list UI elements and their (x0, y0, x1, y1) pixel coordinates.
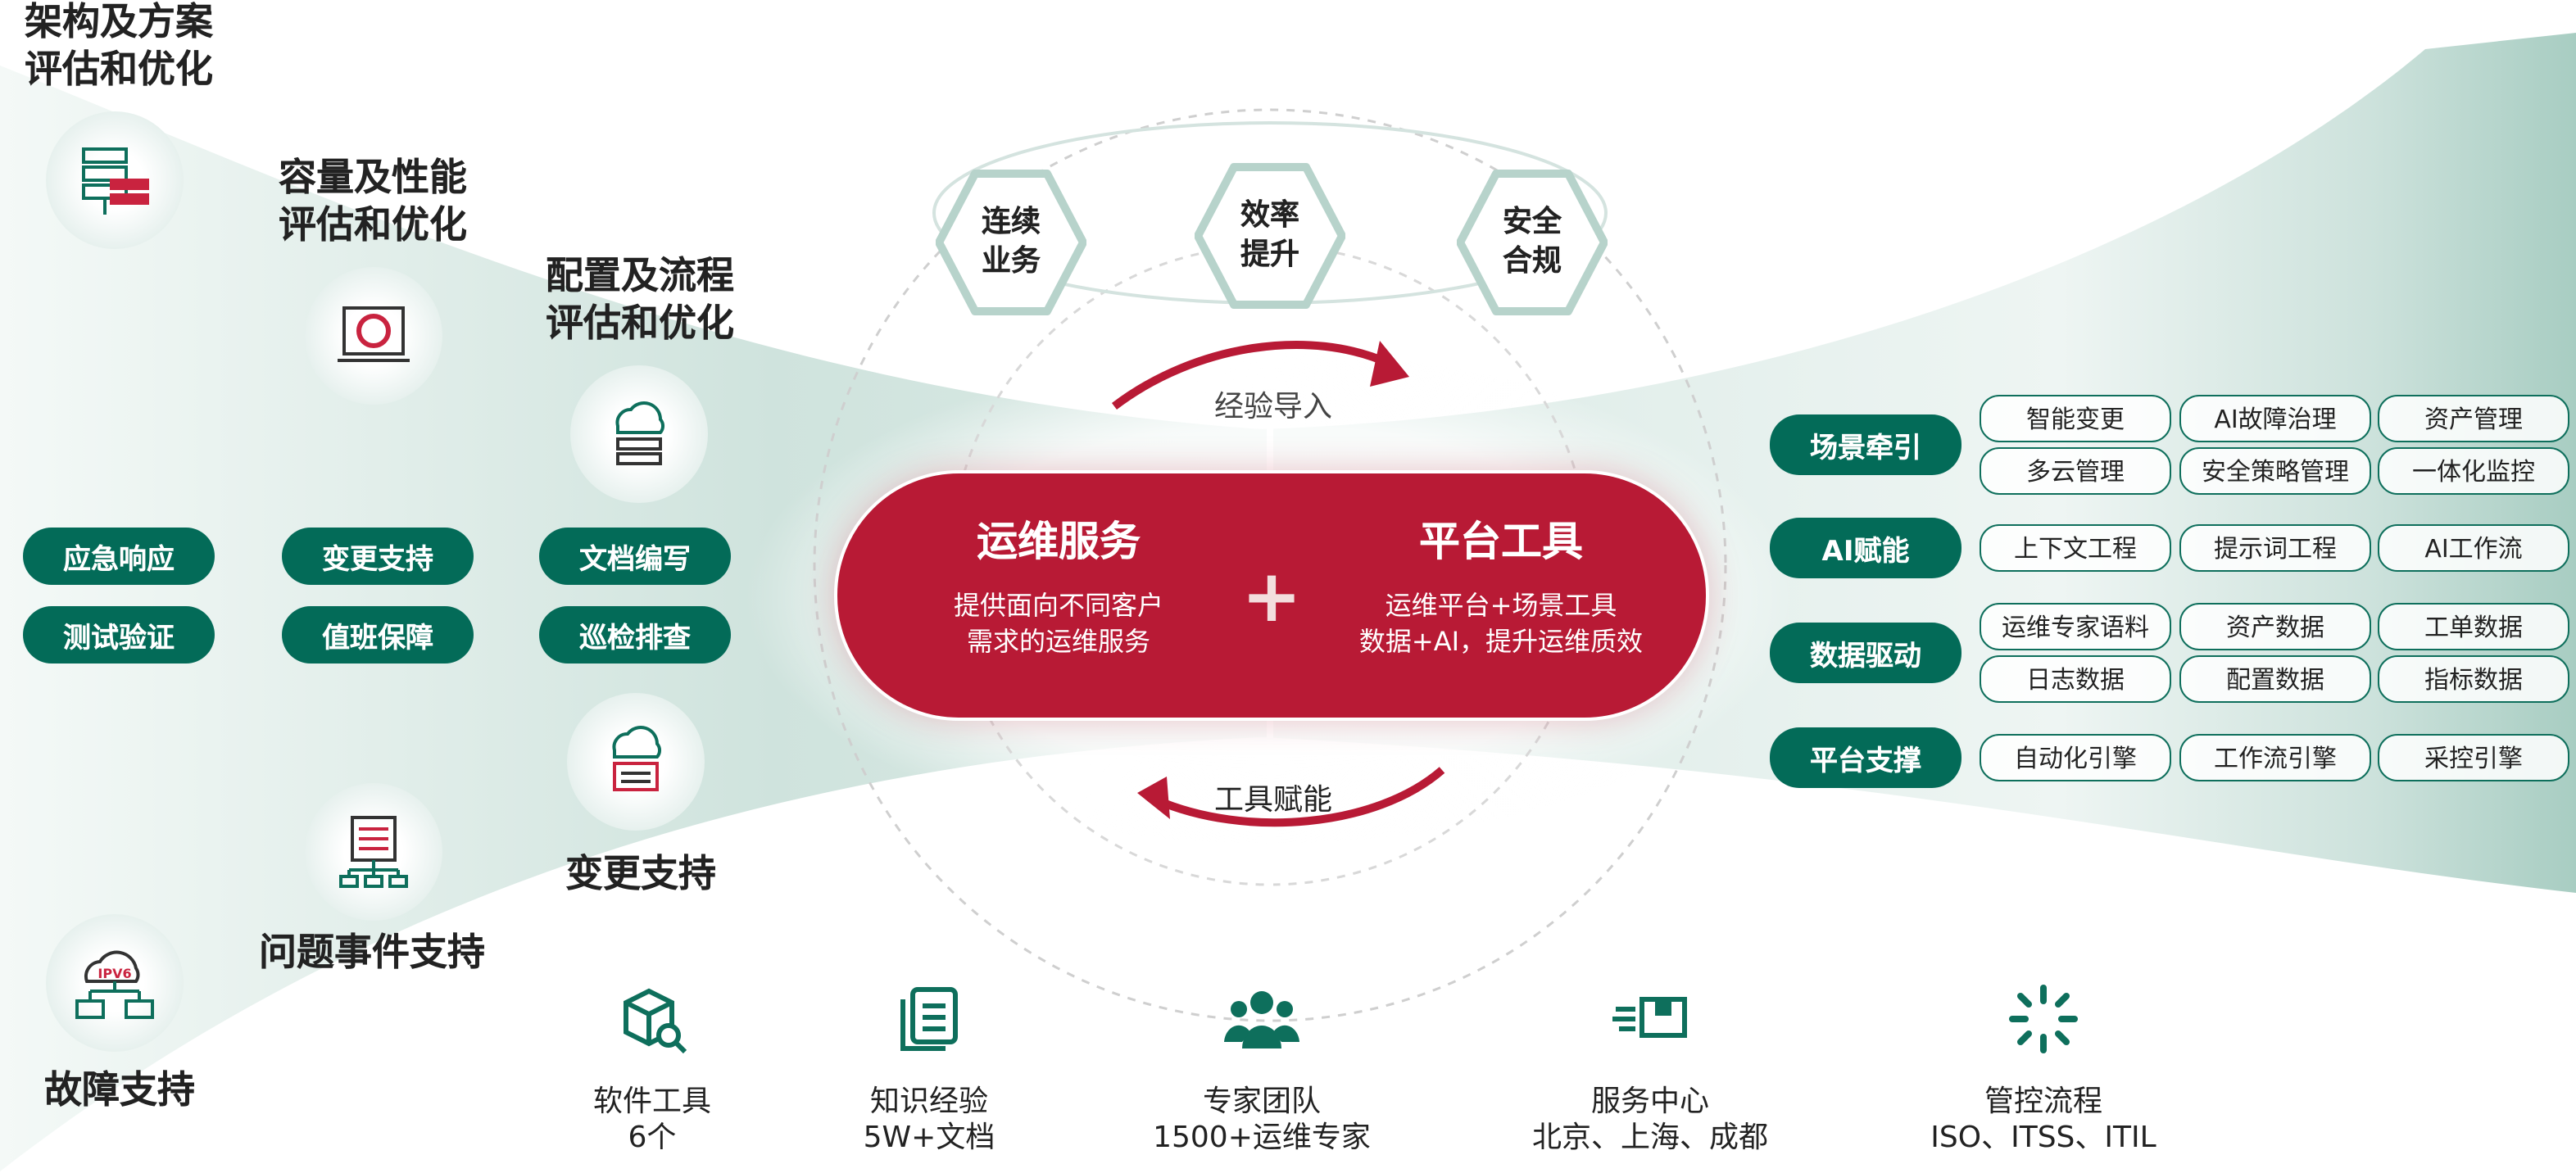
goal-label: 连续 业务 (982, 205, 1041, 279)
arrow-bottom-label: 工具赋能 (1214, 783, 1332, 817)
tag[interactable]: 多云管理 (1980, 447, 2171, 495)
tag[interactable]: 安全策略管理 (2179, 447, 2371, 495)
stage-title: 配置及流程 评估和优化 (546, 256, 734, 346)
platform-title: 平台工具 (1418, 518, 1583, 565)
tag[interactable]: 提示词工程 (2179, 524, 2371, 572)
stage-title: 容量及性能 评估和优化 (279, 157, 467, 247)
platform-desc: 运维平台+场景工具 数据+AI，提升运维质效 (1358, 590, 1644, 657)
goal-security-compliance: 安全 合规 (1457, 167, 1608, 318)
tag[interactable]: 资产管理 (2378, 395, 2569, 442)
pill-test-verify[interactable]: 测试验证 (23, 606, 215, 663)
monitor-gauge-icon (305, 267, 442, 405)
tag[interactable]: 工单数据 (2378, 603, 2569, 650)
pill-on-duty[interactable]: 值班保障 (282, 606, 474, 663)
tag[interactable]: 运维专家语料 (1980, 603, 2171, 650)
resource-process: 管控流程 ISO、ITSS、ITIL (1880, 983, 2207, 1157)
tag[interactable]: 工作流引擎 (2179, 734, 2371, 781)
plus-icon: + (1241, 555, 1302, 639)
stage-title: 故障支持 (44, 1070, 195, 1112)
goal-label: 效率 提升 (1240, 198, 1299, 272)
arrow-top-label: 经验导入 (1214, 390, 1332, 424)
resource-software-tools: 软件工具 6个 (488, 983, 816, 1157)
pill-emergency-response[interactable]: 应急响应 (23, 528, 215, 585)
documents-icon (900, 987, 958, 1051)
tag[interactable]: 一体化监控 (2378, 447, 2569, 495)
resource-service-center: 服务中心 北京、上海、成都 (1486, 983, 1814, 1157)
pill-doc-writing[interactable]: 文档编写 (539, 528, 731, 585)
pill-change-support[interactable]: 变更支持 (282, 528, 474, 585)
resource-label: 知识经验 5W+文档 (863, 1085, 995, 1155)
document-network-icon (305, 783, 442, 921)
stage-title: 问题事件支持 (259, 932, 485, 975)
goal-continuous-business: 连续 业务 (936, 167, 1086, 318)
ipv6-network-icon: IPV6 (46, 914, 184, 1052)
resource-knowledge: 知识经验 5W+文档 (765, 983, 1093, 1157)
resource-label: 管控流程 ISO、ITSS、ITIL (1930, 1085, 2156, 1155)
tag[interactable]: 智能变更 (1980, 395, 2171, 442)
tag[interactable]: 上下文工程 (1980, 524, 2171, 572)
tag[interactable]: 指标数据 (2378, 655, 2569, 703)
service-title: 运维服务 (976, 518, 1141, 565)
category-scenario[interactable]: 场景牵引 (1770, 414, 1961, 475)
box-search-icon (624, 988, 687, 1054)
tag[interactable]: 配置数据 (2179, 655, 2371, 703)
category-ai[interactable]: AI赋能 (1770, 518, 1961, 578)
stage-title: 架构及方案 评估和优化 (25, 2, 213, 92)
resource-label: 软件工具 6个 (593, 1085, 711, 1155)
ipv6-label: IPV6 (98, 966, 131, 981)
category-platform[interactable]: 平台支撑 (1770, 727, 1961, 788)
fast-delivery-icon (1612, 997, 1687, 1038)
team-icon (1224, 991, 1299, 1048)
tag[interactable]: 采控引擎 (2378, 734, 2569, 781)
tag[interactable]: 资产数据 (2179, 603, 2371, 650)
service-desc: 提供面向不同客户 需求的运维服务 (953, 590, 1163, 657)
goal-label: 安全 合规 (1503, 205, 1562, 279)
category-data[interactable]: 数据驱动 (1770, 623, 1961, 683)
tag[interactable]: 日志数据 (1980, 655, 2171, 703)
resource-expert-team: 专家团队 1500+运维专家 (1098, 983, 1426, 1157)
resource-label: 专家团队 1500+运维专家 (1153, 1085, 1371, 1155)
tag[interactable]: 自动化引擎 (1980, 734, 2171, 781)
core-pill: 运维服务 提供面向不同客户 需求的运维服务 + 平台工具 运维平台+场景工具 数… (834, 470, 1709, 721)
resource-label: 服务中心 北京、上海、成都 (1532, 1085, 1768, 1155)
arrow-top (1111, 340, 1392, 410)
cloud-server-icon (570, 365, 708, 503)
tag[interactable]: AI工作流 (2378, 524, 2569, 572)
goal-efficiency: 效率 提升 (1195, 161, 1345, 311)
cloud-server-change-icon (567, 693, 705, 831)
loading-spinner-icon (2009, 985, 2078, 1053)
pill-inspection[interactable]: 巡检排查 (539, 606, 731, 663)
tag[interactable]: AI故障治理 (2179, 395, 2371, 442)
server-rack-icon (46, 111, 184, 249)
stage-title: 变更支持 (565, 854, 716, 896)
